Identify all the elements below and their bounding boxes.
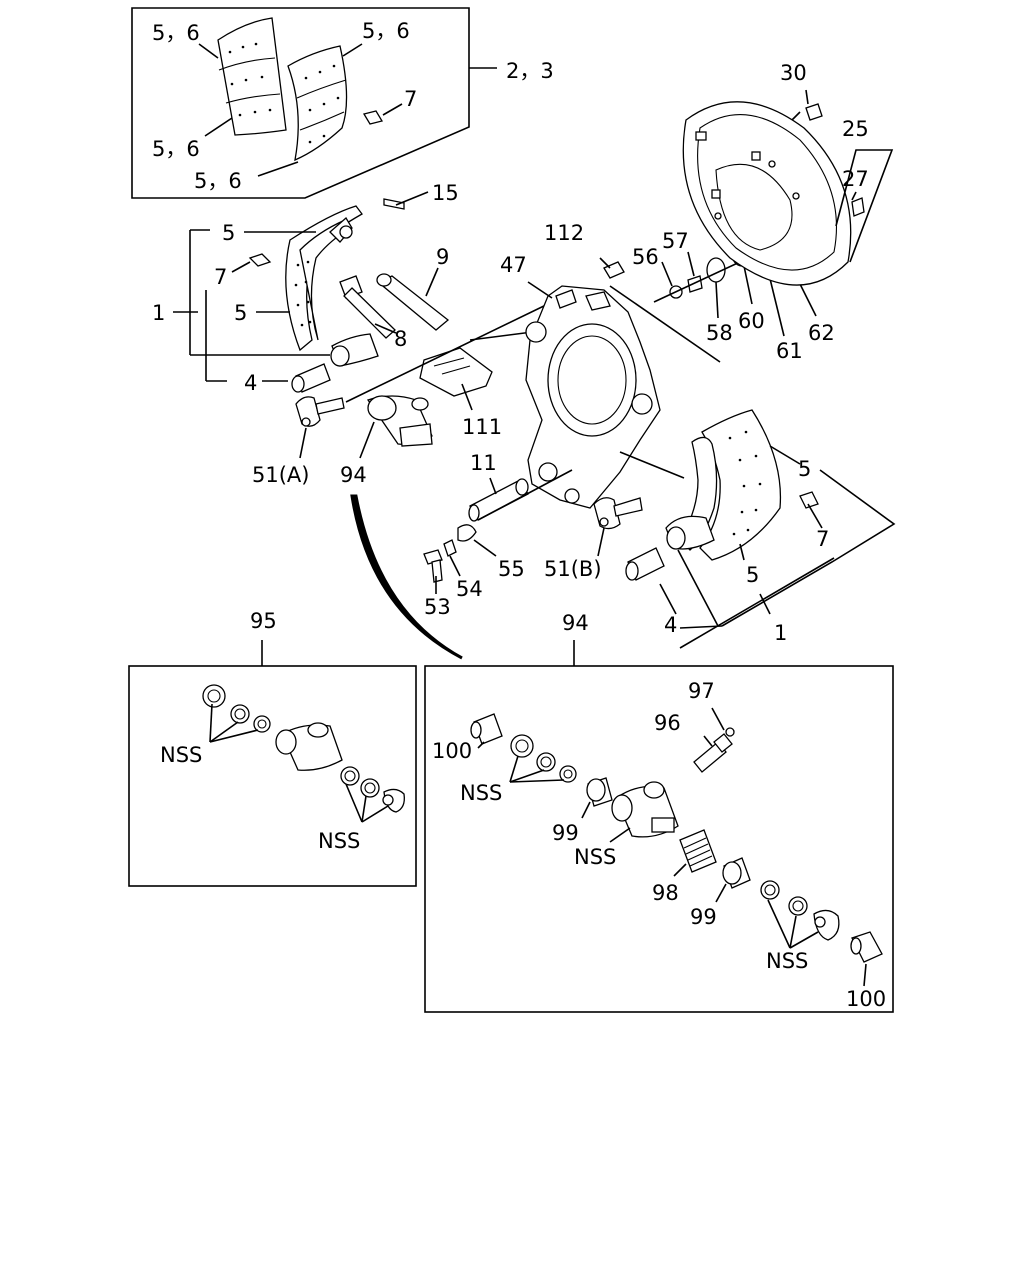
label-5-a: 5 (222, 221, 235, 245)
upper-shoe-dots (294, 260, 312, 327)
brake-shoe-upper (248, 198, 405, 367)
label-1-b: 1 (774, 621, 787, 645)
label-nss-94-bottom: NSS (766, 949, 808, 973)
bushing-4-upper (291, 363, 331, 393)
label-30: 30 (780, 61, 807, 85)
box-94 (424, 640, 894, 1013)
label-47: 47 (500, 253, 527, 277)
lining-kit-box (131, 7, 497, 199)
label-11: 11 (470, 451, 497, 475)
label-51b: 51(B) (544, 557, 602, 581)
label-1-a: 1 (152, 301, 165, 325)
dust-shield-25 (682, 101, 865, 286)
label-99-b: 99 (690, 905, 717, 929)
label-nss-95-bottom: NSS (318, 829, 360, 853)
label-7-b: 7 (816, 527, 829, 551)
label-58: 58 (706, 321, 733, 345)
label-100-top: 100 (432, 739, 472, 763)
pin-11 (468, 469, 573, 522)
rivet-7-upper-icon (248, 253, 272, 267)
bolt-30-icon (805, 103, 823, 121)
label-94-a: 94 (340, 463, 367, 487)
label-7-a: 7 (214, 265, 227, 289)
label-5-d: 5 (746, 563, 759, 587)
label-96: 96 (654, 711, 681, 735)
label-55: 55 (498, 557, 525, 581)
label-54: 54 (456, 577, 483, 601)
label-100-bottom: 100 (846, 987, 886, 1011)
label-4-a: 4 (244, 371, 257, 395)
rivet-7-icon (362, 110, 384, 125)
pins-8-9 (339, 267, 450, 339)
brake-lining-right (287, 45, 348, 162)
label-99-a: 99 (552, 821, 579, 845)
label-111: 111 (462, 415, 502, 439)
axis-line-e (619, 451, 685, 479)
label-5-6-top-right: 5，6 (362, 19, 410, 43)
label-5-c: 5 (798, 457, 811, 481)
label-15: 15 (432, 181, 459, 205)
anchor-plate-47 (525, 281, 661, 509)
rivet-7-lower-icon (799, 491, 819, 509)
label-97: 97 (688, 679, 715, 703)
label-9: 9 (436, 245, 449, 269)
wheel-cylinder-94-upper (359, 395, 433, 459)
label-56: 56 (632, 245, 659, 269)
label-nss-94-top: NSS (460, 781, 502, 805)
axis-line-d (609, 285, 721, 363)
cam-51b (593, 497, 643, 557)
lower-shoe-dots (728, 430, 762, 536)
label-5-6-top-left: 5，6 (152, 21, 200, 45)
label-8: 8 (394, 327, 407, 351)
bolt-112 (599, 257, 625, 279)
bushing-4-lower (625, 547, 665, 581)
label-7-box: 7 (404, 87, 417, 111)
plate-111 (419, 347, 493, 411)
label-94-b: 94 (562, 611, 589, 635)
label-25: 25 (842, 117, 869, 141)
lining-rivet-dots (228, 42, 340, 144)
label-51a: 51(A) (252, 463, 309, 487)
label-98: 98 (652, 881, 679, 905)
label-53: 53 (424, 595, 451, 619)
callout-labels: 5，6 5，6 2，3 7 5，6 5，6 15 5 7 1 5 9 8 4 4… (152, 19, 886, 1011)
label-5-6-bottom: 5，6 (194, 169, 242, 193)
label-5-b: 5 (234, 301, 247, 325)
box-95 (128, 640, 417, 887)
brake-shoe-lower (665, 409, 819, 561)
label-nss-95-top: NSS (160, 743, 202, 767)
label-62: 62 (808, 321, 835, 345)
axis-line-a (345, 303, 549, 403)
label-112: 112 (544, 221, 584, 245)
curved-arrow (350, 494, 463, 660)
label-61: 61 (776, 339, 803, 363)
label-27: 27 (842, 167, 869, 191)
label-4-b: 4 (664, 613, 677, 637)
cam-51a (295, 396, 345, 459)
upper-shoe-leaders (173, 191, 429, 382)
pin-15-icon (383, 198, 405, 210)
label-60: 60 (738, 309, 765, 333)
plug-27-icon (851, 197, 865, 217)
brake-lining-left (217, 17, 287, 136)
clip-55-54-bolt-53 (423, 524, 497, 594)
lower-shoe-leaders (659, 445, 896, 649)
label-nss-94-mid: NSS (574, 845, 616, 869)
shield-leaders (805, 89, 894, 263)
label-95: 95 (250, 609, 277, 633)
label-2-3: 2，3 (506, 59, 554, 83)
label-57: 57 (662, 229, 689, 253)
label-5-6-mid: 5，6 (152, 137, 200, 161)
